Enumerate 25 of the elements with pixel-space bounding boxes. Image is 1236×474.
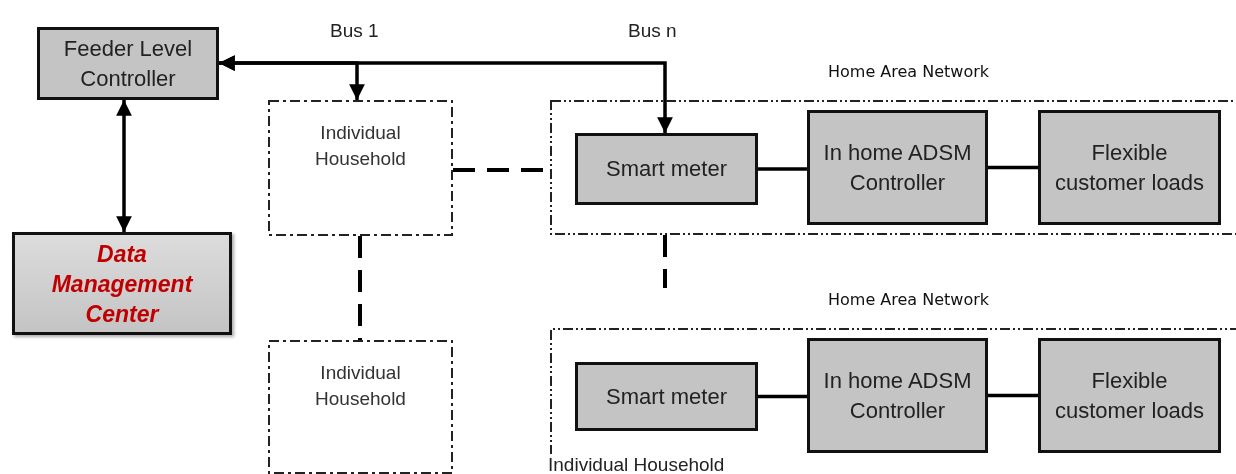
frame-caption: Individual Household xyxy=(548,454,725,474)
frame-heading: Home Area Network xyxy=(828,290,990,309)
frame-heading: Home Area Network xyxy=(828,62,990,81)
household-box xyxy=(268,340,453,474)
process-box: Flexible customer loads xyxy=(1038,110,1221,225)
node-label: Individual Household xyxy=(314,361,407,411)
connector-line xyxy=(988,393,1038,398)
dashed-connector xyxy=(358,236,362,340)
process-box: Smart meter xyxy=(575,362,758,431)
controller-box: Feeder Level Controller xyxy=(37,27,219,100)
bus-label: Bus 1 xyxy=(330,20,379,42)
process-box: In home ADSM Controller xyxy=(807,338,988,453)
process-box: In home ADSM Controller xyxy=(807,110,988,225)
connector-line xyxy=(758,167,807,171)
bus-label: Bus n xyxy=(628,20,677,42)
household-box xyxy=(268,100,453,236)
connector-line xyxy=(758,394,807,399)
data-center-box: Data Management Center xyxy=(12,232,232,335)
arrow xyxy=(116,100,132,232)
node-label: Individual Household xyxy=(314,121,407,171)
process-box: Smart meter xyxy=(575,133,758,205)
dashed-connector xyxy=(663,235,667,288)
connector-line xyxy=(988,165,1038,170)
arrow xyxy=(219,55,673,133)
process-box: Flexible customer loads xyxy=(1038,338,1221,453)
